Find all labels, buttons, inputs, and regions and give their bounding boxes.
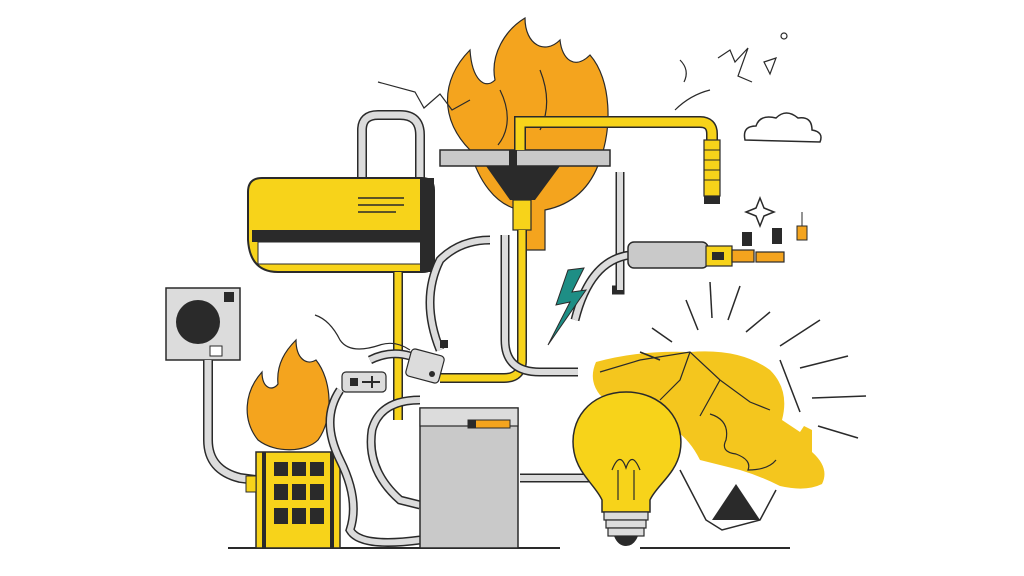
lightning-bolt-icon bbox=[547, 267, 588, 346]
plug-connector-icon bbox=[627, 212, 808, 269]
large-flame-icon bbox=[446, 16, 609, 251]
gray-cables-center bbox=[425, 172, 631, 377]
small-flame-icon bbox=[246, 338, 330, 451]
gray-cable-top bbox=[357, 110, 425, 185]
yellow-cable-hood bbox=[440, 230, 527, 383]
light-bulb-icon bbox=[572, 391, 682, 546]
cloud-icon bbox=[743, 112, 822, 143]
burst-lines bbox=[639, 281, 867, 439]
scribble-lines bbox=[314, 32, 788, 351]
triangle-shade-icon bbox=[679, 469, 777, 531]
fire-blob-icon bbox=[592, 351, 825, 489]
range-hood-icon bbox=[439, 149, 611, 231]
gray-cable-outlet bbox=[203, 360, 257, 485]
wall-outlet-icon bbox=[165, 287, 241, 361]
yellow-pipe bbox=[514, 116, 721, 204]
space-heater-icon bbox=[245, 451, 341, 549]
power-box-icon bbox=[419, 407, 519, 549]
sparkle-icon bbox=[743, 195, 777, 229]
air-conditioner-icon bbox=[247, 177, 435, 273]
small-plug-icon bbox=[341, 340, 448, 393]
